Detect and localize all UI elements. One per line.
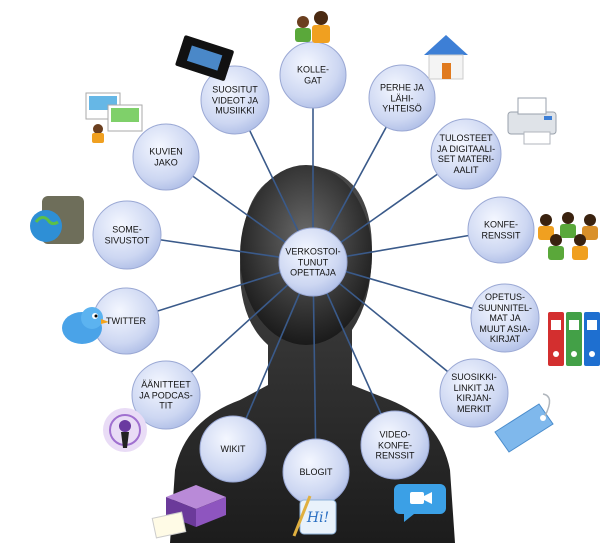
bubble-konferenssit — [467, 196, 535, 264]
bubble-somesivustot — [92, 200, 162, 270]
node-label-aanitteet: ÄÄNITTEET JA PODCAS- TIT — [139, 379, 193, 411]
film-icon — [175, 35, 234, 81]
bubble-opetussuunnitelmat — [470, 283, 540, 353]
bubble-videot — [200, 65, 270, 135]
node-label-perhe: PERHE JA LÄHI- YHTEISÖ — [379, 82, 425, 114]
bubble-suosikkilinkit — [439, 358, 509, 428]
center-label: VERKOSTOI- TUNUT OPETTAJA — [285, 246, 341, 278]
crowd-icon — [538, 212, 598, 260]
tag-icon — [494, 393, 554, 453]
node-label-blogit: BLOGIT — [299, 466, 333, 477]
bubble-aanitteet — [131, 360, 201, 430]
svg-text:Hi!: Hi! — [306, 510, 329, 526]
node-label-suosikkilinkit: SUOSIKKI- LINKIT JA KIRJAN- MERKIT — [451, 372, 497, 414]
spoke-blogit — [312, 261, 317, 473]
node-label-kuvienjako: KUVIEN JAKO — [149, 146, 183, 168]
podcast-icon — [103, 408, 147, 452]
node-label-konferenssit: KONFE- RENSSIT — [481, 219, 521, 241]
bird-icon — [62, 307, 109, 344]
spoke-suosikkilinkit — [312, 261, 475, 394]
video-chat-icon — [394, 484, 446, 522]
bubble-videokonferenssit — [360, 410, 430, 480]
house-icon — [424, 35, 468, 80]
blog-icon: Hi! — [292, 495, 337, 537]
node-label-tulosteet: TULOSTEET JA DIGITAALI- SET MATERI- AALI… — [436, 133, 496, 175]
bubble-perhe — [368, 64, 436, 132]
node-label-wikit: WIKIT — [220, 443, 246, 454]
bubble-kuvienjako — [132, 123, 200, 191]
node-label-kollegat: KOLLE- GAT — [296, 64, 330, 86]
printer-icon — [507, 97, 557, 145]
wiki-box-icon — [151, 485, 226, 539]
binders-icon — [548, 312, 600, 366]
node-label-videot: SUOSITUT VIDEOT JA MUSIIKKI — [211, 84, 259, 116]
center-bubble — [278, 227, 348, 297]
globe-bag-icon — [30, 196, 84, 244]
node-label-videokonferenssit: VIDEO- KONFE- RENSSIT — [375, 429, 415, 461]
node-label-somesivustot: SOME- SIVUSTOT — [104, 224, 150, 246]
people-icon — [295, 11, 330, 43]
bubble-wikit — [199, 415, 267, 483]
topic-bubbles — [92, 41, 540, 506]
topic-icons: Hi! — [30, 11, 600, 539]
node-label-opetussuunnitelmat: OPETUS- SUUNNITEL- MAT JA MUUT ASIA- KIR… — [477, 291, 533, 344]
bubble-tulosteet — [430, 118, 502, 190]
photos-icon — [85, 92, 143, 143]
node-label-twitter: TWITTER — [106, 315, 146, 326]
